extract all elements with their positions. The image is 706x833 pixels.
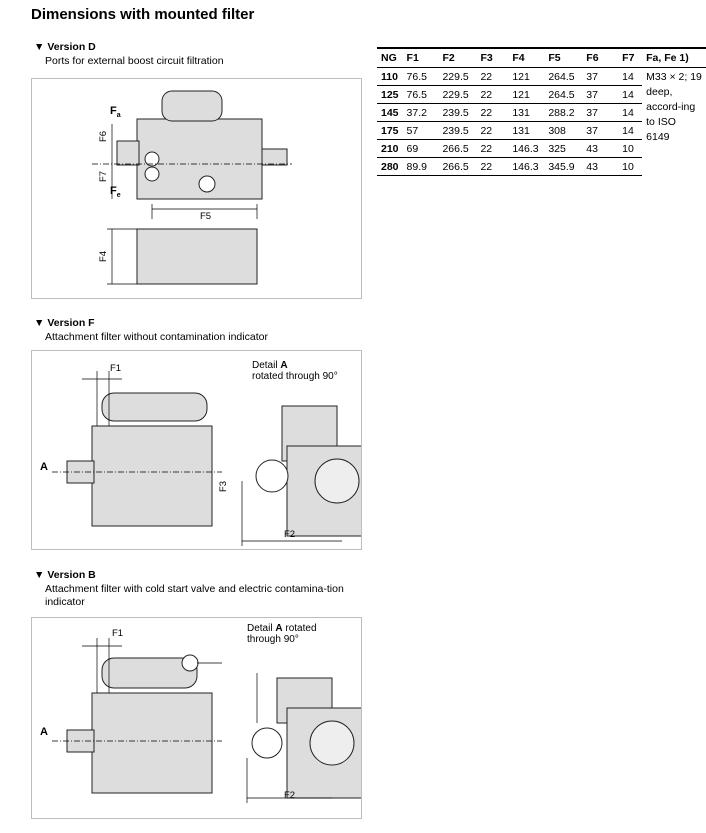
label-f2: F2 xyxy=(284,790,296,801)
cell-ng: 145 xyxy=(377,103,403,122)
cell-value: 229.5 xyxy=(438,67,477,86)
page-title: Dimensions with mounted filter xyxy=(31,6,255,23)
cell-value: 22 xyxy=(476,121,509,140)
cell-value: 76.5 xyxy=(402,67,439,86)
cell-value: 37.2 xyxy=(402,103,439,122)
cell-value: 43 xyxy=(582,157,619,176)
pump-drawing-b xyxy=(52,638,361,803)
col-f7: F7 xyxy=(618,47,643,68)
cell-value: 89.9 xyxy=(402,157,439,176)
table-header-row: NG F1 F2 F3 F4 F5 F6 F7 Fa, Fe 1) xyxy=(377,47,706,68)
cell-value: 37 xyxy=(582,85,619,104)
cell-value: 288.2 xyxy=(544,103,583,122)
cell-value: 308 xyxy=(544,121,583,140)
label-f5: F5 xyxy=(200,211,212,222)
version-f-subtitle: Attachment filter without contamination … xyxy=(45,331,268,343)
pump-drawing-f xyxy=(52,371,361,546)
cell-value: 69 xyxy=(402,139,439,158)
col-fa-fe: Fa, Fe 1) xyxy=(642,47,706,68)
cell-value: 266.5 xyxy=(438,139,477,158)
version-f-heading: ▼ Version F xyxy=(34,317,95,329)
cell-value: 14 xyxy=(618,103,643,122)
cell-value: 14 xyxy=(618,67,643,86)
label-f1: F1 xyxy=(112,628,124,639)
label-fa: Fa xyxy=(110,105,121,120)
cell-value: 22 xyxy=(476,67,509,86)
label-f7: F7 xyxy=(98,170,110,183)
version-d-label: Version D xyxy=(47,41,96,53)
cell-value: 121 xyxy=(508,85,545,104)
cell-value: 37 xyxy=(582,121,619,140)
cell-value: 146.3 xyxy=(508,139,545,158)
cell-value: 10 xyxy=(618,157,643,176)
cell-value: 22 xyxy=(476,103,509,122)
cell-value: 57 xyxy=(402,121,439,140)
pump-drawing-d xyxy=(92,90,292,285)
version-b-subtitle: Attachment filter with cold start valve … xyxy=(45,583,344,608)
cell-value: 345.9 xyxy=(544,157,583,176)
version-b-label: Version B xyxy=(47,569,96,581)
drawing-version-d: Fa Fe F6 F7 F5 F4 xyxy=(31,78,362,299)
cell-value: 22 xyxy=(476,157,509,176)
cell-value: 239.5 xyxy=(438,103,477,122)
cell-ng: 210 xyxy=(377,139,403,158)
cell-value: 14 xyxy=(618,85,643,104)
cell-value: 325 xyxy=(544,139,583,158)
cell-value: 131 xyxy=(508,103,545,122)
cell-ng: 125 xyxy=(377,85,403,104)
cell-value: 43 xyxy=(582,139,619,158)
cell-value: 264.5 xyxy=(544,85,583,104)
cell-value: 14 xyxy=(618,121,643,140)
cell-value: 76.5 xyxy=(402,85,439,104)
label-f6: F6 xyxy=(98,130,110,143)
label-a: A xyxy=(40,726,48,738)
thread-note: M33 × 2; 19 deep, accord-ing to ISO 6149 xyxy=(646,71,702,143)
col-f5: F5 xyxy=(544,47,583,68)
version-d-heading: ▼ Version D xyxy=(34,41,96,53)
cell-value: 22 xyxy=(476,85,509,104)
cell-value: 266.5 xyxy=(438,157,477,176)
cell-ng: 110 xyxy=(377,67,403,86)
label-f4: F4 xyxy=(98,250,110,263)
col-f2: F2 xyxy=(438,47,477,68)
version-f-label: Version F xyxy=(47,317,95,329)
cell-value: 22 xyxy=(476,139,509,158)
label-f2: F2 xyxy=(284,529,296,540)
cell-value: 131 xyxy=(508,121,545,140)
cell-value: 37 xyxy=(582,103,619,122)
version-d-subtitle: Ports for external boost circuit filtrat… xyxy=(45,55,224,67)
cell-value: 264.5 xyxy=(544,67,583,86)
cell-value: 10 xyxy=(618,139,643,158)
cell-value: 146.3 xyxy=(508,157,545,176)
cell-value: 229.5 xyxy=(438,85,477,104)
col-f1: F1 xyxy=(402,47,439,68)
label-a: A xyxy=(40,461,48,473)
col-f3: F3 xyxy=(476,47,509,68)
label-f3: F3 xyxy=(218,480,230,493)
cell-value: 37 xyxy=(582,67,619,86)
cell-ng: 175 xyxy=(377,121,403,140)
cell-value: 239.5 xyxy=(438,121,477,140)
cell-value: 121 xyxy=(508,67,545,86)
col-f6: F6 xyxy=(582,47,619,68)
version-b-heading: ▼ Version B xyxy=(34,569,96,581)
label-fe: Fe xyxy=(110,185,121,200)
col-f4: F4 xyxy=(508,47,545,68)
col-ng: NG xyxy=(377,47,403,68)
label-f1: F1 xyxy=(110,363,122,374)
cell-ng: 280 xyxy=(377,157,403,176)
